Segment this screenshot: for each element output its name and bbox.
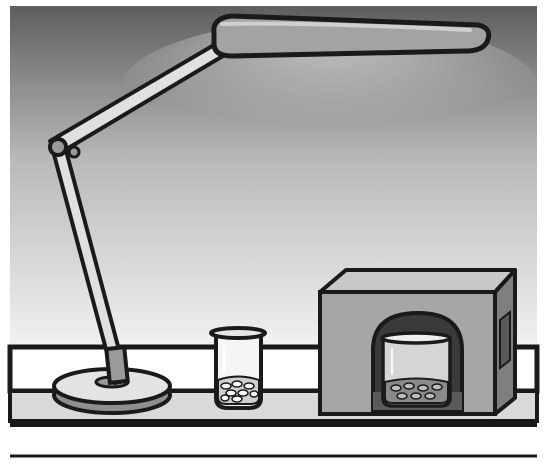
seeds-covered-beaker: [385, 379, 448, 404]
lamp-head: [214, 16, 489, 56]
seeds-open-beaker: [218, 377, 259, 405]
covered-beaker: [382, 333, 450, 406]
open-beaker: [211, 328, 265, 408]
